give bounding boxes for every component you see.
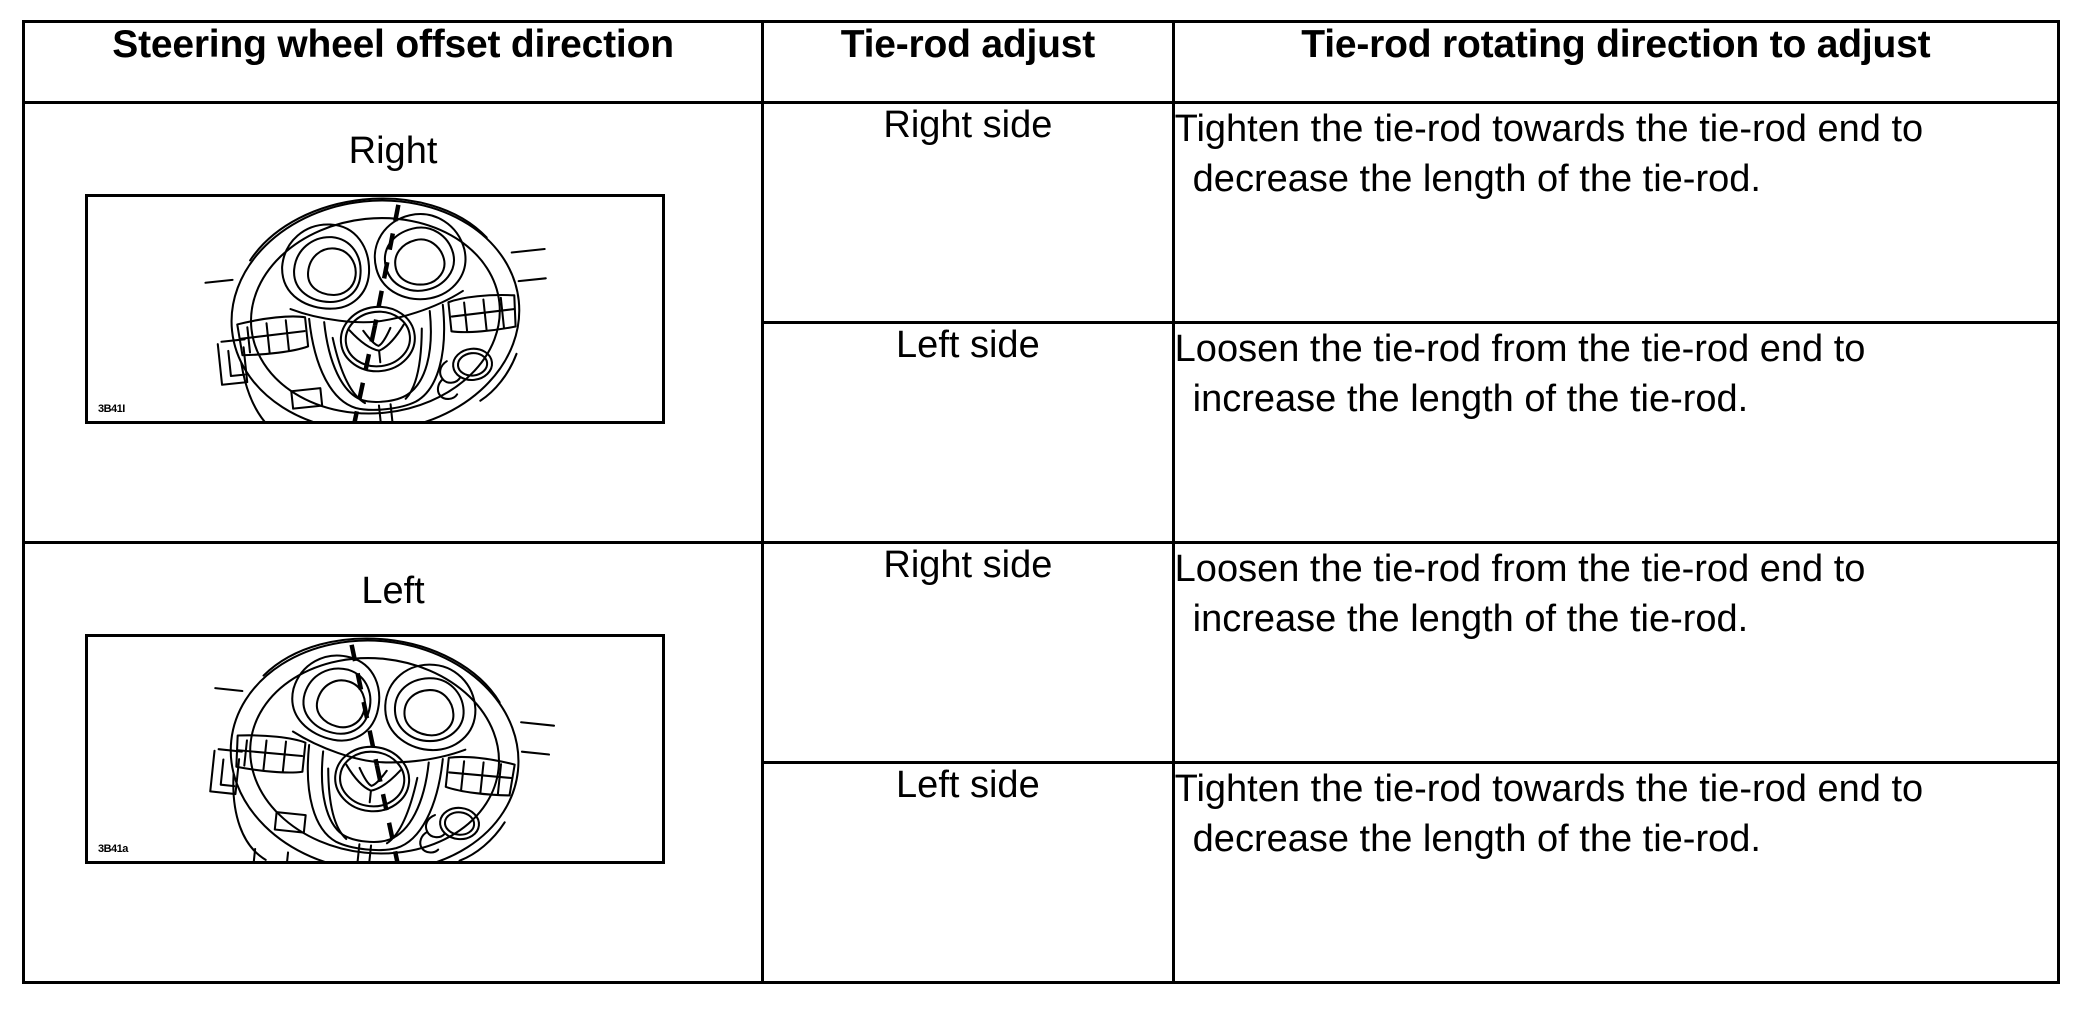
tie-rod-side-label: Left side: [896, 324, 1040, 366]
rotating-direction-line-1: Tighten the tie-rod towards the tie-rod …: [1174, 108, 1924, 150]
column-header-offset-direction: Steering wheel offset direction: [21, 20, 765, 104]
cell-tie-rod-side: Left side: [761, 321, 1175, 544]
table-row: Left: [21, 541, 2061, 984]
rotating-direction-line-1: Tighten the tie-rod towards the tie-rod …: [1174, 768, 1924, 810]
figure-code-label: 3B41I: [98, 403, 125, 415]
steering-wheel-figure-right: 3B41I: [85, 194, 665, 424]
table-body: Right: [21, 101, 2061, 984]
cell-offset-direction-right: Right: [21, 101, 765, 544]
table-row: Right: [21, 101, 2061, 544]
cell-rotating-direction: Loosen the tie-rod from the tie-rod end …: [1171, 321, 2061, 544]
tie-rod-side-label: Left side: [896, 764, 1040, 806]
tie-rod-adjustment-table: Steering wheel offset direction Tie-rod …: [21, 20, 2061, 984]
steering-wheel-icon: [204, 197, 547, 421]
cell-tie-rod-side: Left side: [761, 761, 1175, 984]
offset-direction-label: Left: [361, 570, 425, 612]
tie-rod-side-label: Right side: [883, 544, 1053, 586]
steering-wheel-figure-left: 3B41a: [85, 634, 665, 864]
cell-offset-direction-left: Left: [21, 541, 765, 984]
rotating-direction-line-2: decrease the length of the tie-rod.: [1192, 158, 1761, 201]
steering-wheel-icon: [209, 637, 556, 861]
rotating-direction-line-2: decrease the length of the tie-rod.: [1192, 818, 1761, 861]
rotating-direction-line-1: Loosen the tie-rod from the tie-rod end …: [1174, 328, 1866, 370]
rotating-direction-line-2: increase the length of the tie-rod.: [1192, 598, 1749, 641]
cell-rotating-direction: Tighten the tie-rod towards the tie-rod …: [1171, 101, 2061, 324]
cell-rotating-direction: Loosen the tie-rod from the tie-rod end …: [1171, 541, 2061, 764]
cell-rotating-direction: Tighten the tie-rod towards the tie-rod …: [1171, 761, 2061, 984]
tie-rod-side-label: Right side: [883, 104, 1053, 146]
cell-tie-rod-side: Right side: [761, 541, 1175, 764]
rotating-direction-line-2: increase the length of the tie-rod.: [1192, 378, 1749, 421]
rotating-direction-line-1: Loosen the tie-rod from the tie-rod end …: [1174, 548, 1866, 590]
table-row: Left side Tighten the tie-rod towards th…: [24, 761, 2061, 984]
figure-code-label: 3B41a: [98, 843, 128, 855]
table-header: Steering wheel offset direction Tie-rod …: [21, 20, 2061, 104]
offset-centerline-dashed: [349, 644, 400, 861]
table-header-row: Steering wheel offset direction Tie-rod …: [21, 20, 2061, 104]
offset-centerline-dashed: [352, 204, 401, 421]
column-header-rotating-direction: Tie-rod rotating direction to adjust: [1171, 20, 2061, 104]
cell-tie-rod-side: Right side: [761, 101, 1175, 324]
column-header-tie-rod-adjust: Tie-rod adjust: [761, 20, 1175, 104]
offset-direction-label: Right: [348, 130, 438, 172]
table-row: Left side Loosen the tie-rod from the ti…: [24, 321, 2061, 544]
